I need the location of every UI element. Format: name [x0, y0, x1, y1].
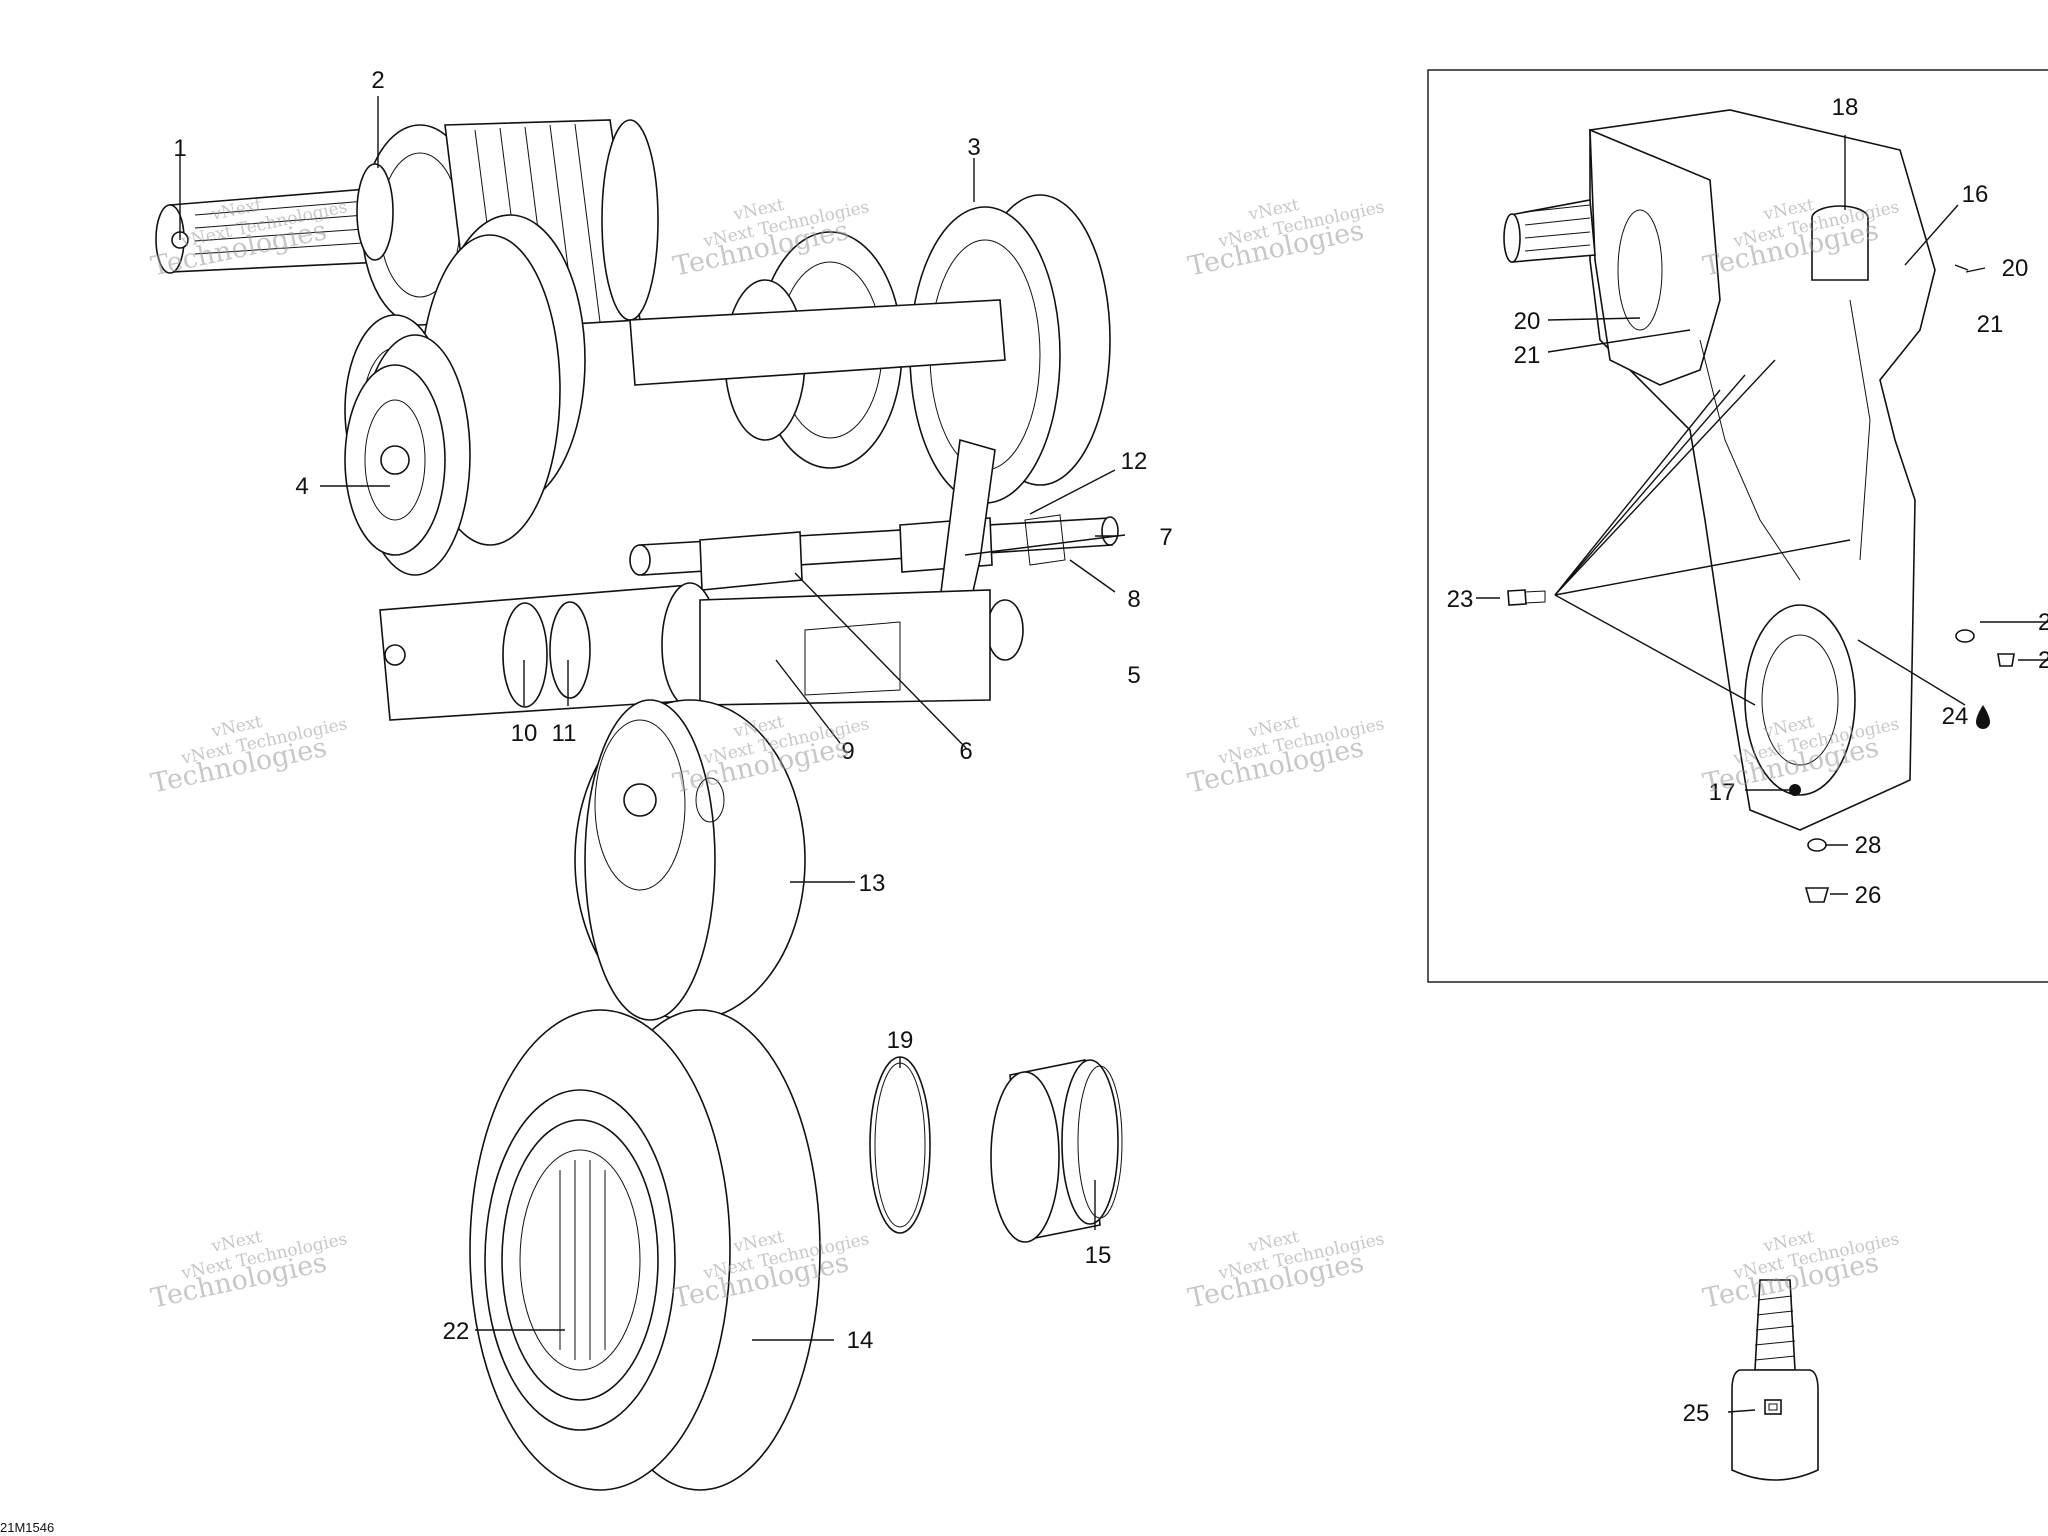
watermark: vNext vNext Technologies Technologies — [148, 712, 349, 800]
sleeve-part — [990, 1059, 1123, 1243]
callout-20-left: 20 — [1514, 308, 1541, 335]
countershaft-part — [629, 299, 1006, 386]
callout-2: 2 — [371, 67, 384, 94]
callout-3: 3 — [967, 134, 980, 161]
callout-11: 11 — [552, 720, 577, 747]
callout-15: 15 — [1085, 1242, 1112, 1269]
watermark: vNext vNext Technologies Technologies — [1185, 1227, 1386, 1315]
callout-27-lower: 2 — [2038, 647, 2048, 674]
watermark: vNext vNext Technologies Technologies — [1185, 195, 1386, 283]
callout-19: 19 — [887, 1027, 914, 1054]
callout-21-right: 21 — [1977, 311, 2004, 338]
callout-6: 6 — [959, 738, 972, 765]
oil-droplet-icon — [1976, 705, 1990, 729]
parts-artwork — [155, 69, 2048, 1491]
callout-27-upper: 2 — [2038, 609, 2048, 636]
callout-9: 9 — [841, 738, 854, 765]
o-ring-part — [869, 1056, 931, 1234]
shift-drum-part — [379, 582, 991, 721]
watermark: vNext vNext Technologies Technologies — [1700, 1227, 1901, 1315]
idler-gear-part — [574, 699, 806, 1021]
callout-8: 8 — [1127, 586, 1140, 613]
input-shaft-part — [155, 187, 385, 274]
leader-lines — [179, 96, 2048, 1413]
callout-22: 22 — [443, 1318, 470, 1345]
callout-25: 25 — [1683, 1400, 1710, 1427]
callout-18: 18 — [1832, 94, 1859, 121]
callout-1: 1 — [173, 135, 186, 162]
oil-bottle-part — [1731, 1279, 1819, 1481]
callout-13: 13 — [859, 870, 886, 897]
output-gear-part — [469, 1009, 821, 1491]
callout-7: 7 — [1159, 524, 1172, 551]
watermark: vNext vNext Technologies Technologies — [148, 1227, 349, 1315]
callout-labels: 1 2 3 4 5 6 7 8 9 10 11 12 13 14 15 16 1… — [0, 67, 2048, 1535]
callout-17: 17 — [1709, 779, 1736, 806]
callout-28: 28 — [1855, 832, 1882, 859]
drawing-code: 21M1546 — [0, 1520, 54, 1535]
callout-4: 4 — [295, 473, 308, 500]
callout-24: 24 — [1942, 703, 1969, 730]
callout-14: 14 — [847, 1327, 874, 1354]
watermark: vNext vNext Technologies Technologies — [1185, 712, 1386, 800]
callout-20-right: 20 — [2002, 255, 2029, 282]
callout-23: 23 — [1447, 586, 1474, 613]
callout-10: 10 — [511, 720, 538, 747]
bearing-stack-part — [344, 214, 586, 576]
callout-12: 12 — [1121, 448, 1148, 475]
callout-16: 16 — [1962, 181, 1989, 208]
callout-26: 26 — [1855, 882, 1882, 909]
housing-assembly-part — [1503, 109, 1936, 831]
callout-21-left: 21 — [1514, 342, 1541, 369]
housing-inset-frame — [1427, 69, 2048, 983]
callout-5: 5 — [1127, 662, 1140, 689]
